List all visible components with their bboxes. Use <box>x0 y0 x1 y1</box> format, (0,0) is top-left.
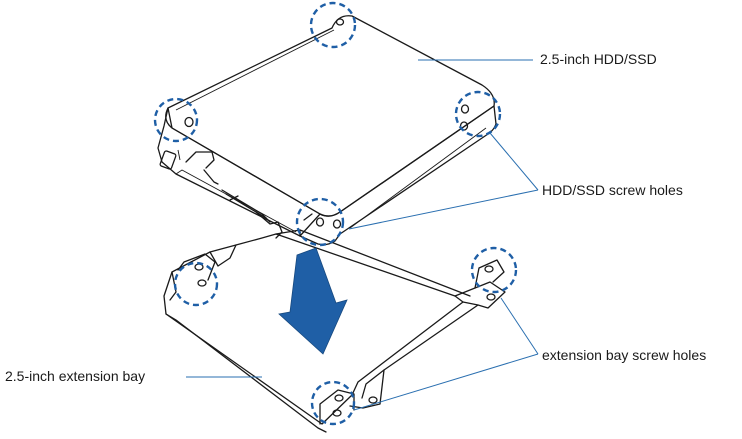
leader-lines <box>186 59 539 411</box>
drive-hole-highlight-right <box>454 90 502 138</box>
drive-connector-face <box>157 107 321 237</box>
drive-hole-highlight-top <box>309 1 357 49</box>
drive-side-face <box>299 105 497 246</box>
drive <box>157 15 497 246</box>
extension-bay <box>163 229 506 433</box>
drive-top-face <box>165 15 495 217</box>
drive-screw-holes-label: HDD/SSD screw holes <box>542 182 683 198</box>
bay-hole-highlight-right <box>470 246 518 294</box>
drive-hole-highlight-left <box>153 97 199 143</box>
bay-right-rail <box>349 281 506 409</box>
bay-hole-highlight-bottom <box>310 380 356 426</box>
bay-screw-holes-label: extension bay screw holes <box>542 347 707 363</box>
bay-label: 2.5-inch extension bay <box>5 368 146 384</box>
drive-label: 2.5-inch HDD/SSD <box>540 51 657 67</box>
install-direction-arrow <box>278 247 348 355</box>
drive-hole-highlight-front <box>295 197 345 247</box>
screw-hole-highlights <box>153 1 518 426</box>
bay-hole-highlight-left <box>173 261 219 307</box>
